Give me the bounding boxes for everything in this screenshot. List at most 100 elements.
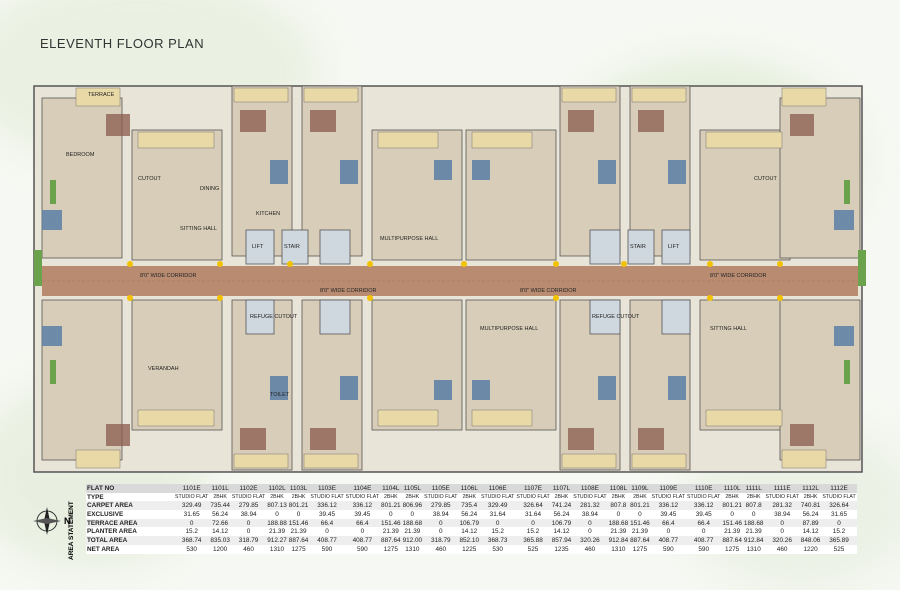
- table-cell: 1275: [629, 544, 651, 554]
- table-cell: 336.12: [344, 501, 381, 511]
- area-statement-label: AREA STATEMENT: [68, 501, 75, 560]
- table-cell: 1112E: [821, 484, 857, 493]
- table-cell: 14.12: [458, 527, 480, 537]
- table-cell: 39.45: [344, 510, 381, 519]
- table-cell: 281.32: [572, 501, 608, 511]
- table-cell: 460: [423, 544, 459, 554]
- table-cell: 336.12: [309, 501, 345, 511]
- table-cell: 912.84: [607, 536, 630, 545]
- table-cell: STUDIO FLAT: [309, 492, 345, 502]
- table-cell: 807.8: [742, 501, 765, 511]
- table-cell: 460: [572, 544, 608, 554]
- table-cell: 14.12: [550, 527, 573, 537]
- door-markers: [127, 261, 783, 301]
- table-cell: 2BHK: [721, 492, 743, 502]
- table-cell: 21.39: [266, 527, 288, 537]
- table-cell: 912.84: [742, 536, 765, 545]
- table-cell: 38.94: [230, 510, 267, 519]
- table-cell: 801.21: [380, 501, 402, 511]
- table-cell: STUDIO FLAT: [515, 492, 551, 502]
- corridor-label: 8'0" WIDE CORRIDOR: [320, 288, 377, 294]
- table-cell: 21.39: [380, 527, 402, 537]
- table-cell: 2BHK: [550, 492, 573, 502]
- table-cell: STUDIO FLAT: [572, 492, 608, 502]
- table-cell: 525: [515, 544, 551, 554]
- table-cell: 15.2: [515, 527, 551, 537]
- table-cell: 14.12: [799, 527, 822, 537]
- table-cell: 1111E: [764, 484, 800, 493]
- table-cell: 806.96: [401, 501, 424, 511]
- table-cell: 21.39: [401, 527, 424, 537]
- room-label: VERANDAH: [148, 366, 179, 372]
- table-cell: 1107L: [550, 484, 573, 493]
- table-cell: 39.45: [686, 510, 722, 519]
- table-cell: 15.2: [821, 527, 857, 537]
- table-cell: 31.64: [515, 510, 551, 519]
- table-cell: 857.94: [550, 536, 573, 545]
- table-cell: 1102L: [266, 484, 288, 493]
- room-label: MULTIPURPOSE HALL: [480, 326, 538, 332]
- table-cell: 0: [423, 518, 459, 528]
- table-cell: 735.44: [209, 501, 231, 511]
- table-cell: 0: [380, 510, 402, 519]
- stair-label: STAIR: [284, 244, 300, 250]
- table-cell: STUDIO FLAT: [174, 492, 210, 502]
- table-cell: 807.13: [266, 501, 288, 511]
- table-cell: 66.4: [344, 518, 381, 528]
- toilets: [42, 160, 854, 400]
- table-cell: 887.64: [287, 536, 310, 545]
- table-cell: 2BHK: [380, 492, 402, 502]
- table-cell: 590: [686, 544, 722, 554]
- table-cell: 188.88: [266, 518, 288, 528]
- table-cell: 0: [572, 518, 608, 528]
- table-cell: 151.46: [380, 518, 402, 528]
- row-label: PLANTER AREA: [86, 527, 174, 537]
- table-cell: 408.77: [344, 536, 381, 545]
- room-label: SITTING HALL: [180, 226, 217, 232]
- corridor-label: 8'0" WIDE CORRIDOR: [140, 273, 197, 279]
- table-cell: 1109L: [629, 484, 651, 493]
- table-cell: 15.2: [480, 527, 516, 537]
- table-cell: 2BHK: [209, 492, 231, 502]
- table-cell: 0: [742, 510, 765, 519]
- table-cell: 72.66: [209, 518, 231, 528]
- table-cell: 740.81: [799, 501, 822, 511]
- table-cell: 0: [515, 518, 551, 528]
- table-cell: 0: [821, 518, 857, 528]
- table-cell: 66.4: [650, 518, 687, 528]
- table-cell: 1110L: [721, 484, 743, 493]
- lift-label: LIFT: [668, 244, 680, 250]
- table-cell: 1225: [458, 544, 480, 554]
- table-cell: 188.68: [742, 518, 765, 528]
- row-label: EXCLUSIVE: [86, 510, 174, 519]
- table-cell: 0: [401, 510, 424, 519]
- bedrooms: [106, 110, 814, 450]
- table-cell: 835.03: [209, 536, 231, 545]
- cores: [245, 229, 691, 335]
- table-cell: 2BHK: [799, 492, 822, 502]
- table-cell: 329.49: [480, 501, 516, 511]
- table-cell: 530: [480, 544, 516, 554]
- table-cell: STUDIO FLAT: [764, 492, 800, 502]
- table-cell: 2BHK: [629, 492, 651, 502]
- table-cell: 1275: [721, 544, 743, 554]
- table-cell: STUDIO FLAT: [821, 492, 857, 502]
- table-cell: 21.39: [629, 527, 651, 537]
- table-cell: STUDIO FLAT: [686, 492, 722, 502]
- row-label: TYPE: [86, 492, 174, 502]
- table-cell: 848.06: [799, 536, 822, 545]
- table-cell: 188.68: [607, 518, 630, 528]
- table-cell: 0: [344, 527, 381, 537]
- table-cell: 741.24: [550, 501, 573, 511]
- table-cell: 39.45: [309, 510, 345, 519]
- table-cell: 1106L: [458, 484, 480, 493]
- table-cell: 326.64: [821, 501, 857, 511]
- table-cell: 31.64: [480, 510, 516, 519]
- table-cell: 801.21: [721, 501, 743, 511]
- table-cell: STUDIO FLAT: [344, 492, 381, 502]
- table-cell: 0: [764, 527, 800, 537]
- table-cell: 887.64: [721, 536, 743, 545]
- table-cell: 279.85: [423, 501, 459, 511]
